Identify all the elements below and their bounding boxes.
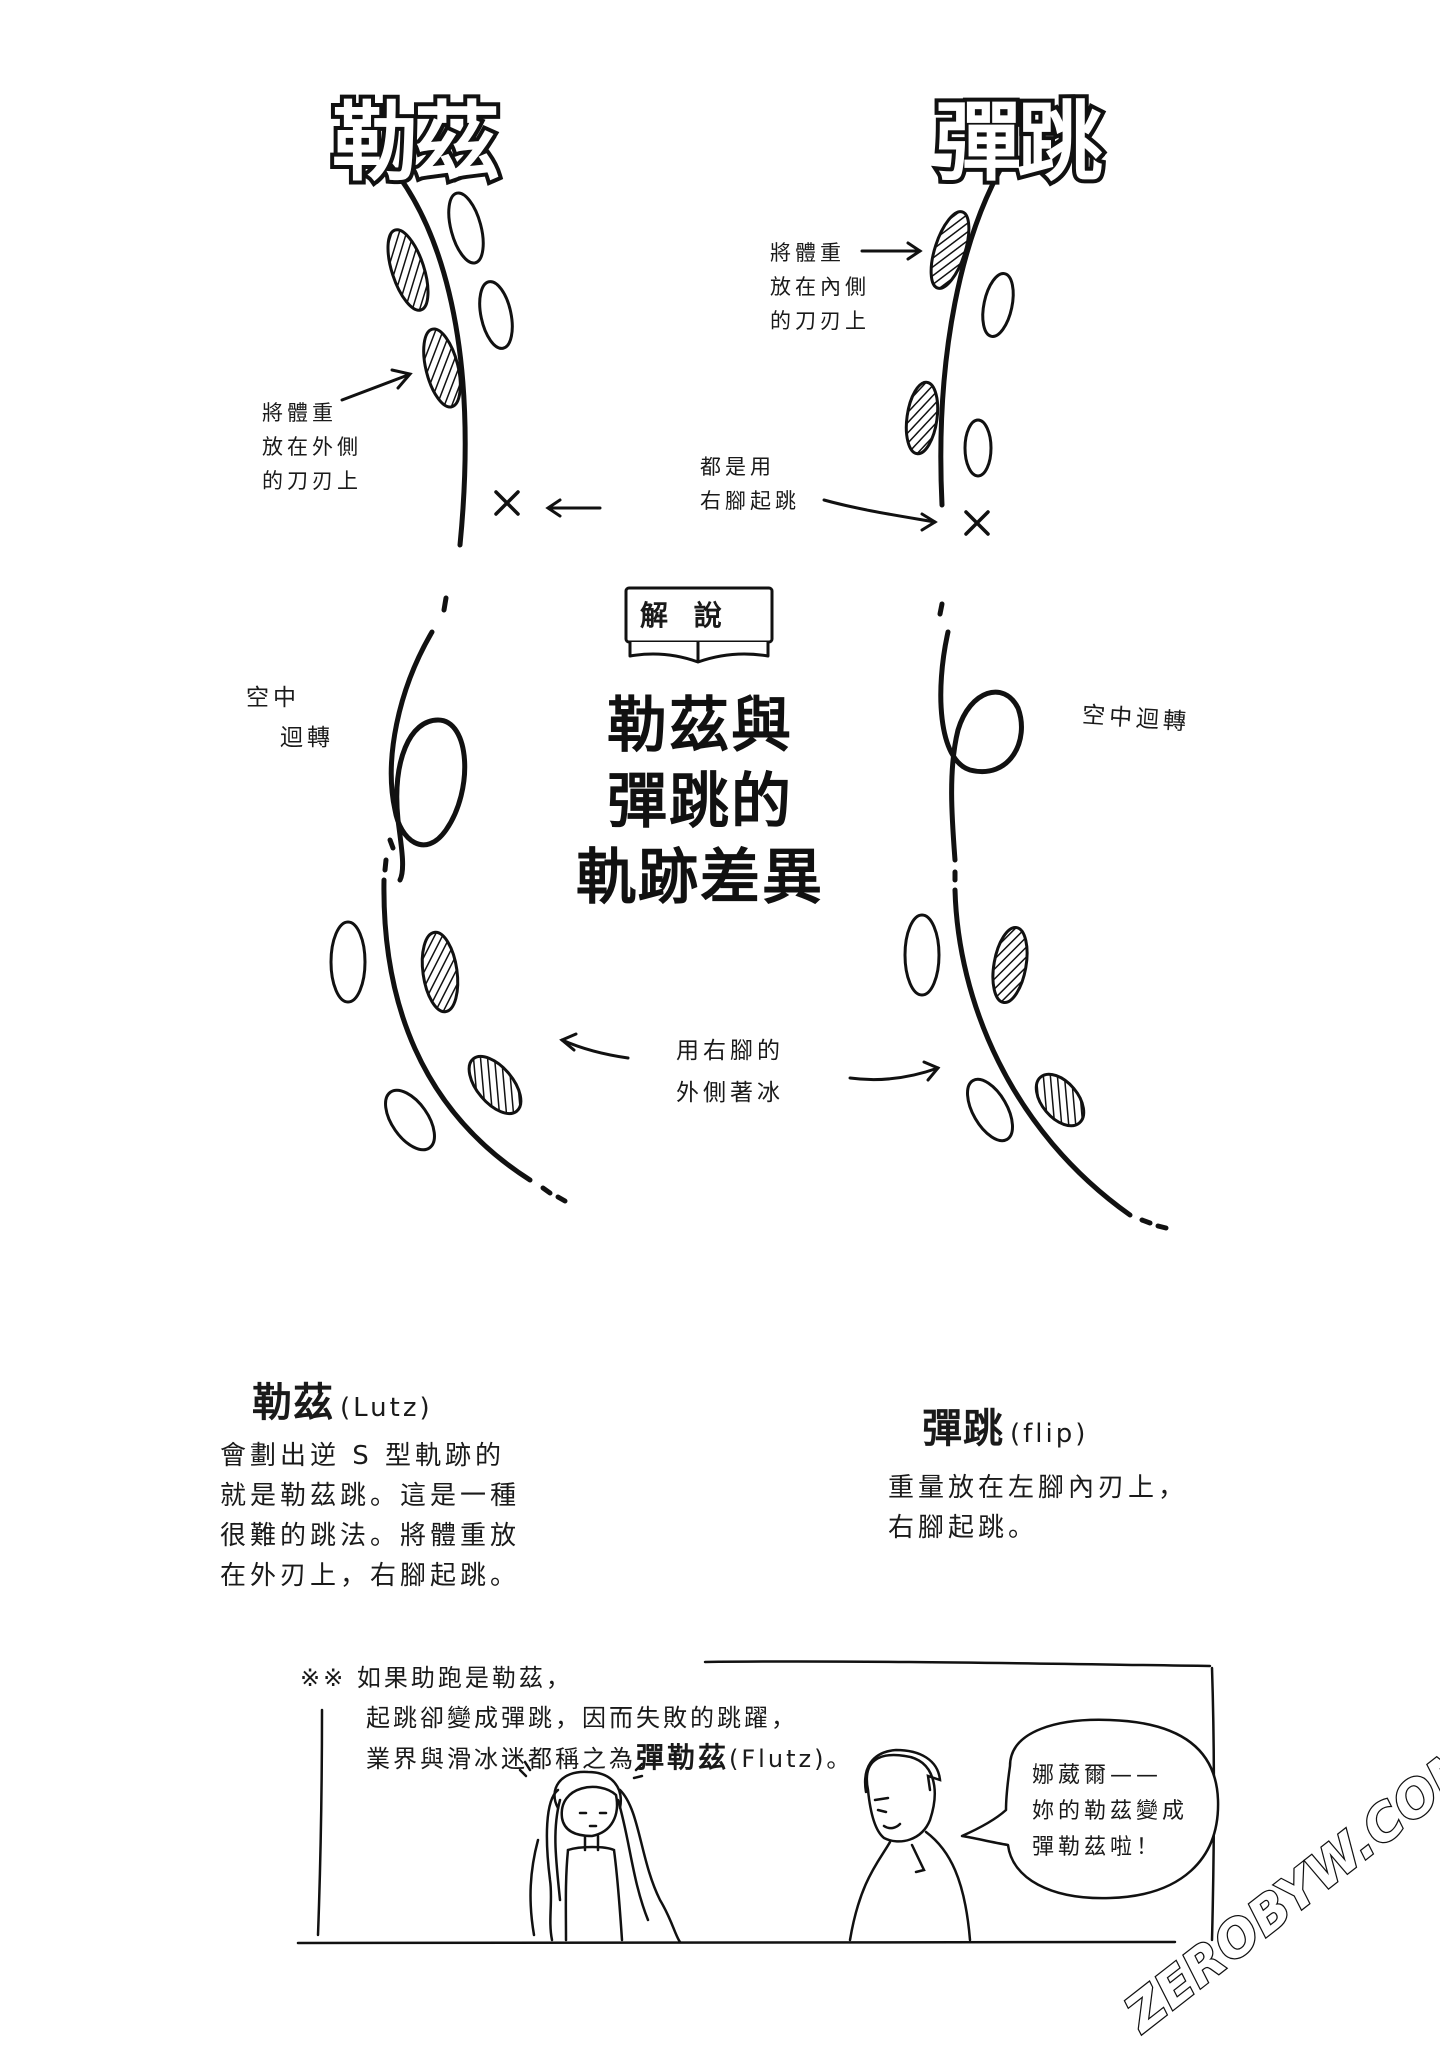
flip-takeoff-mark	[964, 510, 990, 536]
lutz-takeoff-arrow	[545, 498, 602, 518]
footnote-mark: ※	[300, 1664, 324, 1692]
footnote: ※※ 如果助跑是勒茲， 起跳卻變成彈跳，因而失敗的跳躍， 業界與滑冰迷都稱之為彈…	[300, 1664, 854, 1774]
flip-top-arrow	[860, 241, 923, 261]
lutz-takeoff-mark	[494, 490, 520, 516]
lutz-title: 勒茲	[328, 89, 504, 197]
flip-landing-trace	[952, 887, 1169, 1231]
lutz-top-blades	[386, 191, 514, 409]
lutz-air-trace	[382, 595, 468, 883]
speech-bubble	[960, 1718, 1220, 1900]
lutz-air-rotation-label: 空中 迴轉	[246, 685, 334, 751]
flip-description: 重量放在左腳內刃上， 右腳起跳。	[888, 1473, 1189, 1543]
lutz-top-trace	[369, 142, 468, 548]
flip-top-blades	[904, 210, 1015, 478]
flip-title: 彈跳	[931, 89, 1107, 197]
flip-heading: 彈跳(flip)	[922, 1406, 1089, 1452]
flip-takeoff-arrow	[822, 498, 938, 532]
footnote-mark-2: ※	[323, 1664, 347, 1692]
flip-landing-arrow	[848, 1060, 941, 1082]
book-badge	[624, 586, 774, 664]
center-title: 勒茲與 彈跳的 軌跡差異	[576, 691, 824, 913]
lutz-landing-trace	[381, 877, 568, 1204]
flip-air-trace	[937, 601, 1024, 883]
speech-bubble-text: 娜葳爾—— 妳的勒茲變成 彈勒茲啦！	[1032, 1763, 1189, 1860]
flip-weight-note: 將體重 放在內側 的刀刃上	[770, 241, 870, 333]
lutz-heading: 勒茲(Lutz)	[252, 1380, 433, 1426]
lutz-landing-arrow	[559, 1032, 630, 1060]
man-figure	[848, 1748, 972, 1942]
lutz-description: 會劃出逆 S 型軌跡的就是勒茲跳。這是一種很難的跳法。將體重放在外刃上，右腳起跳…	[220, 1441, 521, 1591]
right-foot-takeoff-note: 都是用 右腳起跳	[700, 455, 800, 513]
flip-landing-blades	[903, 913, 1086, 1143]
lutz-weight-note: 將體重 放在外側 的刀刃上	[262, 401, 362, 493]
flutz-term: 彈勒茲	[636, 1741, 730, 1774]
landing-note: 用右腳的 外側著冰	[676, 1038, 784, 1106]
lutz-landing-blades	[329, 920, 523, 1152]
flip-top-trace	[938, 147, 1015, 508]
explanation-badge: 解 說	[640, 599, 730, 632]
lutz-top-arrow	[340, 368, 413, 402]
girl-figure	[518, 1760, 682, 1944]
